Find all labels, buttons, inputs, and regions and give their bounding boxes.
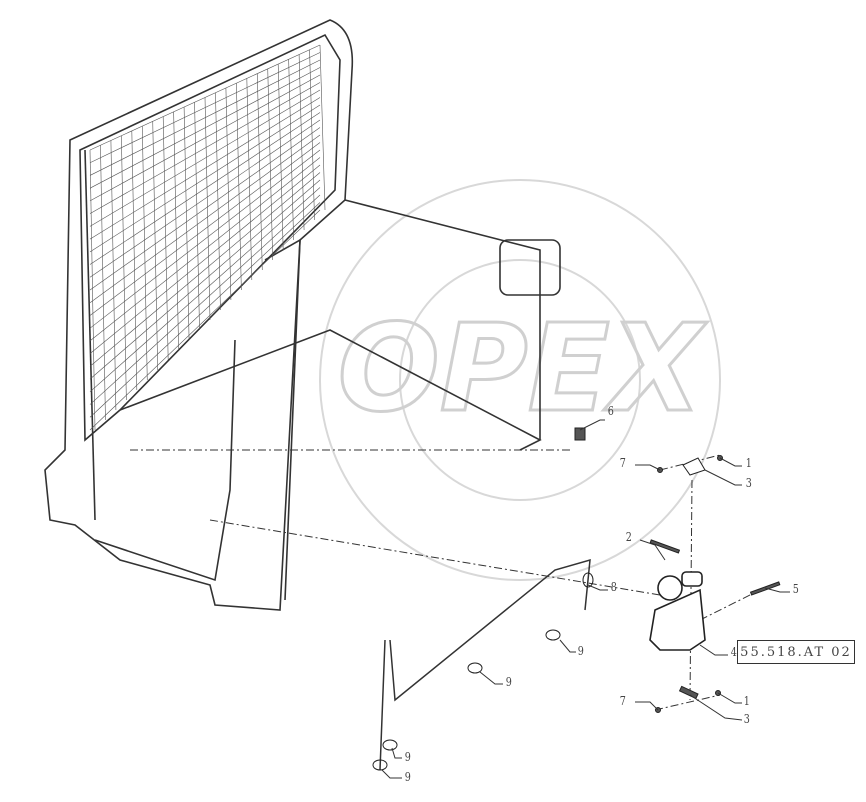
mesh-line (173, 111, 179, 351)
mesh-line (89, 172, 321, 367)
mesh-line (89, 59, 321, 176)
callout-6: 6 (607, 404, 614, 418)
callout-9: 9 (404, 770, 411, 784)
callout-1: 1 (745, 456, 752, 470)
mesh-line (246, 78, 253, 281)
callout-leaders (381, 419, 790, 779)
mesh-line (194, 102, 200, 331)
mesh-line (141, 126, 148, 381)
washer-reservoir (649, 571, 706, 651)
callout-5: 5 (792, 582, 799, 596)
callout-9: 9 (577, 644, 584, 658)
callout-8: 8 (610, 580, 617, 594)
mesh-line (89, 149, 321, 329)
assembly-lines (130, 449, 761, 711)
mesh-line (162, 116, 169, 361)
mesh-line (89, 194, 321, 405)
mesh-line (89, 202, 321, 418)
mesh-line (225, 87, 232, 301)
mesh-line (89, 74, 321, 202)
mesh-line (89, 104, 321, 253)
svg-text:OPEX: OPEX (338, 300, 708, 439)
mesh-line (89, 179, 321, 380)
mesh-line (89, 134, 321, 303)
mesh-line (204, 97, 211, 321)
washer-hose (379, 558, 591, 771)
mesh-line (89, 119, 321, 278)
mesh-line (89, 164, 321, 354)
mesh-line (89, 142, 321, 316)
mesh-line (319, 44, 326, 211)
callout-3: 3 (745, 476, 752, 490)
mesh-line (215, 92, 221, 311)
mesh-line (236, 83, 242, 291)
mesh-line (89, 112, 321, 265)
mesh-line (89, 209, 321, 431)
mesh-screen: /* generated below */ (89, 44, 326, 431)
mesh-line (267, 68, 274, 261)
mesh-line (298, 54, 305, 231)
brackets (372, 427, 781, 771)
callout-4: 4 (730, 645, 737, 659)
mesh-line (277, 64, 284, 251)
mesh-line (131, 130, 138, 391)
mesh-line (89, 187, 321, 393)
cab-frame (44, 19, 561, 611)
callout-9: 9 (505, 675, 512, 689)
mesh-line (152, 121, 159, 371)
mesh-line (89, 67, 321, 189)
opex-watermark: OPEX (319, 179, 721, 581)
mesh-line (121, 135, 127, 401)
mesh-line (309, 49, 315, 221)
callout-3: 3 (743, 712, 750, 726)
mesh-line (288, 59, 294, 241)
mesh-line (89, 82, 321, 214)
callout-7: 7 (619, 456, 626, 470)
callout-2: 2 (625, 530, 632, 544)
mesh-line (256, 73, 263, 271)
mesh-line (89, 127, 321, 291)
mesh-line (89, 97, 321, 240)
callout-1: 1 (743, 694, 750, 708)
reference-code-box: 55.518.AT 02 (737, 640, 855, 664)
callout-9: 9 (404, 750, 411, 764)
mesh-line (89, 149, 96, 431)
mesh-line (183, 107, 190, 341)
callout-7: 7 (619, 694, 626, 708)
mesh-line (89, 89, 321, 227)
mesh-line (110, 140, 117, 411)
mesh-line (100, 145, 106, 421)
